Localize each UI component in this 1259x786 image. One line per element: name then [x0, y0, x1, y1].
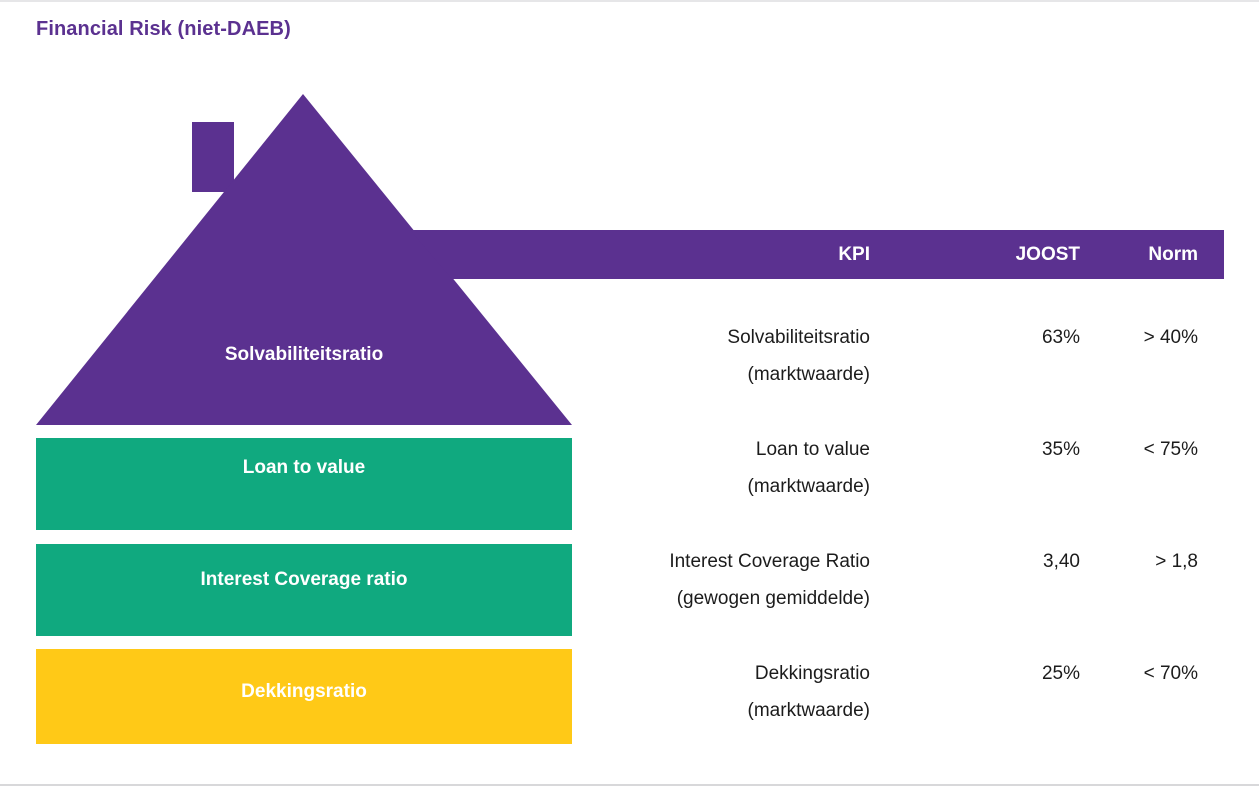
- table-row: Dekkingsratio (marktwaarde) 25% < 70%: [600, 615, 1225, 727]
- bar-label-loan-to-value: Loan to value: [242, 457, 366, 478]
- page-title: Financial Risk (niet-DAEB): [36, 18, 291, 40]
- cell-kpi: Loan to value (marktwaarde): [600, 391, 870, 505]
- cell-kpi-line2: (gewogen gemiddelde): [676, 588, 870, 609]
- chimney-shape: [192, 122, 234, 192]
- table-row: Loan to value (marktwaarde) 35% < 75%: [600, 391, 1225, 503]
- cell-joost: 3,40: [1043, 551, 1080, 572]
- cell-kpi-line1: Interest Coverage Ratio: [669, 551, 870, 572]
- roof-label: Solvabiliteitsratio: [224, 344, 384, 365]
- roof-shape: [36, 94, 572, 425]
- cell-kpi-line2: (marktwaarde): [747, 364, 870, 385]
- cell-norm: > 1,8: [1155, 551, 1198, 572]
- cell-joost: 63%: [1041, 327, 1080, 348]
- cell-kpi-line1: Solvabiliteitsratio: [727, 327, 870, 348]
- cell-norm: > 40%: [1143, 327, 1198, 348]
- cell-kpi-line1: Loan to value: [755, 439, 870, 460]
- table-row: Solvabiliteitsratio (marktwaarde) 63% > …: [600, 279, 1225, 391]
- cell-norm: < 75%: [1143, 439, 1198, 460]
- table-body: Solvabiliteitsratio (marktwaarde) 63% > …: [600, 279, 1225, 727]
- table-row: Interest Coverage Ratio (gewogen gemidde…: [600, 503, 1225, 615]
- cell-kpi-line2: (marktwaarde): [747, 700, 870, 721]
- cell-joost: 35%: [1041, 439, 1080, 460]
- cell-joost: 25%: [1041, 663, 1080, 684]
- bar-interest-coverage-shape: [36, 544, 572, 636]
- cell-kpi-line1: Dekkingsratio: [754, 663, 870, 684]
- bar-label-dekkingsratio: Dekkingsratio: [241, 681, 367, 702]
- bar-dekkingsratio-shape: [36, 649, 572, 744]
- cell-kpi-line2: (marktwaarde): [747, 476, 870, 497]
- bar-loan-to-value-shape: [36, 438, 572, 530]
- cell-norm: < 70%: [1143, 663, 1198, 684]
- cell-kpi: Interest Coverage Ratio (gewogen gemidde…: [600, 503, 870, 617]
- cell-kpi: Dekkingsratio (marktwaarde): [600, 615, 870, 729]
- cell-kpi: Solvabiliteitsratio (marktwaarde): [600, 279, 870, 393]
- header-band-shape: [410, 230, 1224, 279]
- bar-label-interest-coverage: Interest Coverage ratio: [200, 569, 408, 590]
